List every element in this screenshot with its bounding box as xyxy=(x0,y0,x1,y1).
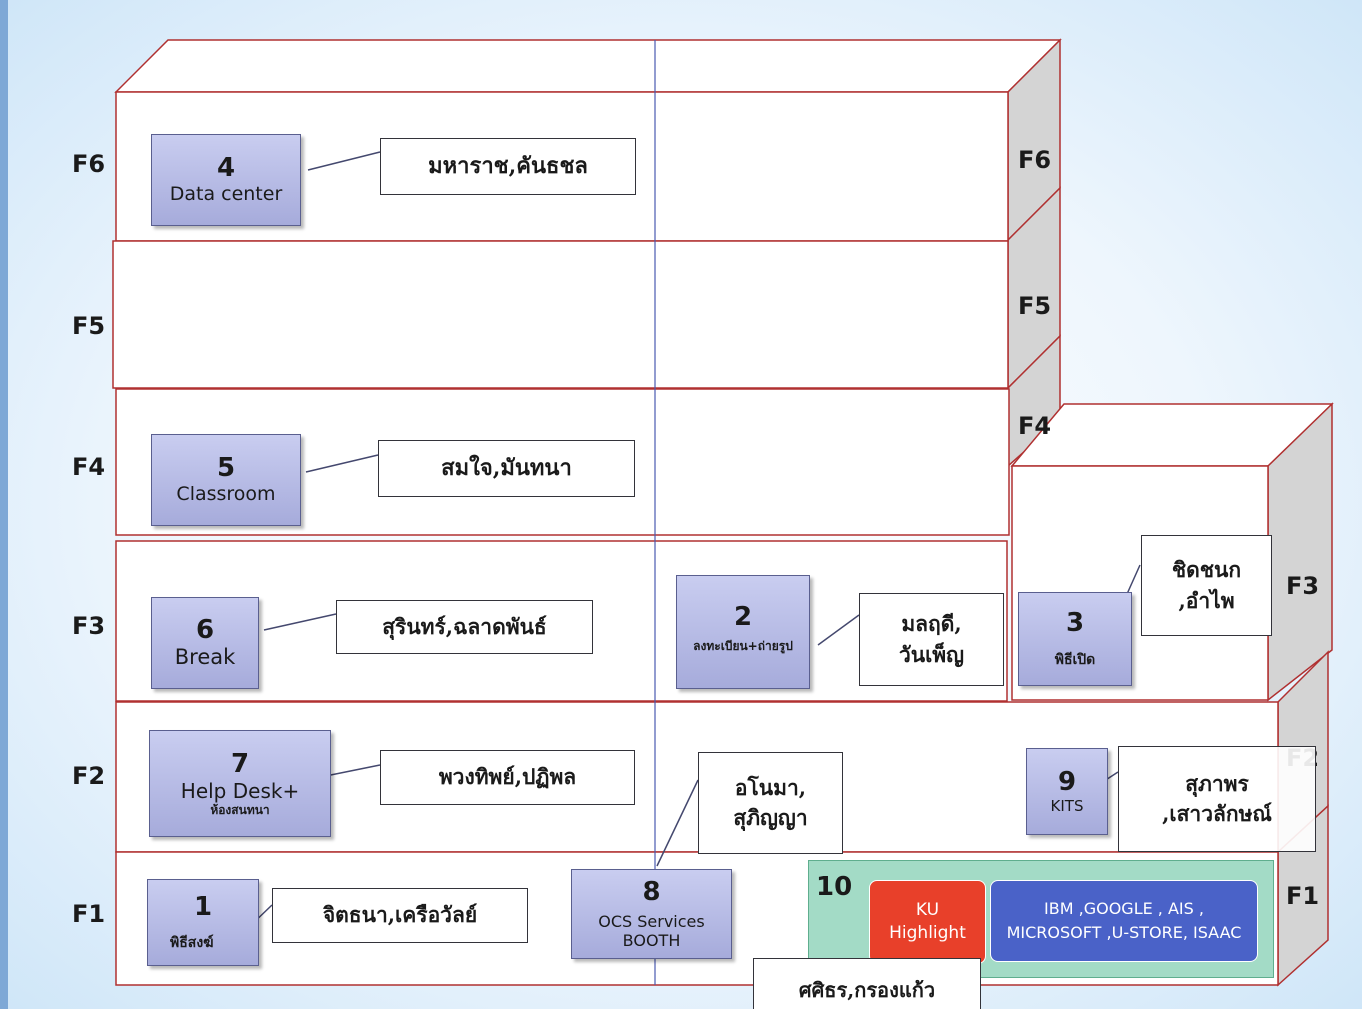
ku-highlight-badge: KU Highlight xyxy=(869,880,986,964)
staff-box-1: จิตธนา,เครือวัลย์ xyxy=(272,888,528,943)
room-number: 3 xyxy=(1065,608,1085,639)
room-name: OCS Services xyxy=(598,912,705,932)
room-name: Classroom xyxy=(176,482,276,505)
room-name: Data center xyxy=(169,182,283,205)
tower-top-face xyxy=(114,39,1062,93)
staff-names: พวงทิพย์,ปฏิพล xyxy=(438,764,577,790)
room-3-opening-ceremony: 3 พิธีเปิด xyxy=(1018,592,1132,686)
room-name: Break xyxy=(174,644,236,669)
staff-names-line1: สุภาพร xyxy=(1185,770,1249,796)
room-number: 1 xyxy=(193,891,213,922)
staff-names: มหาราช,คันธชล xyxy=(428,152,588,179)
floor-label-f1-right: F1 xyxy=(1286,882,1320,910)
room-name: KITS xyxy=(1050,796,1084,815)
room-number: 4 xyxy=(216,153,236,184)
floor-label-f5-left: F5 xyxy=(72,312,106,340)
floor-label-f4-right: F4 xyxy=(1018,412,1052,440)
staff-box-2: มลฤดี, วันเพ็ญ xyxy=(859,593,1004,686)
room-2-registration: 2 ลงทะเบียน+ถ่ายรูป xyxy=(676,575,810,689)
staff-box-7: พวงทิพย์,ปฏิพล xyxy=(380,750,635,805)
floor-f5 xyxy=(112,240,1009,389)
staff-names: สุรินทร์,ฉลาดพันธ์ xyxy=(382,613,547,639)
room-6-break: 6 Break xyxy=(151,597,259,689)
staff-box-8: อโนมา, สุภิญญา xyxy=(698,752,843,854)
staff-names-line1: อโนมา, xyxy=(734,774,807,800)
room-number: 5 xyxy=(216,453,236,484)
staff-names-line1: ชิดชนก xyxy=(1171,557,1242,583)
connector-6 xyxy=(263,613,337,631)
ku-highlight-label: KU Highlight xyxy=(889,900,966,943)
staff-box-3: ชิดชนก ,อำไพ xyxy=(1141,535,1272,636)
room-1-monk-ceremony: 1 พิธีสงฆ์ xyxy=(147,879,259,966)
floor-label-f3-left: F3 xyxy=(72,612,106,640)
room-number: 8 xyxy=(642,876,661,907)
floor-label-f4-left: F4 xyxy=(72,453,106,481)
sponsors-label: IBM ,GOOGLE , AIS , MICROSOFT ,U-STORE, … xyxy=(1006,899,1242,942)
room-number: 2 xyxy=(733,602,753,633)
room-number: 7 xyxy=(230,749,250,779)
room-subname: BOOTH xyxy=(622,931,681,951)
staff-names-line2: ,อำไพ xyxy=(1178,587,1235,613)
connector-4 xyxy=(307,151,381,171)
room-4-data-center: 4 Data center xyxy=(151,134,301,226)
room-7-help-desk: 7 Help Desk+ ห้องสนทนา xyxy=(149,730,331,837)
connector-2 xyxy=(817,614,860,646)
room-name: พิธีเปิด xyxy=(1054,651,1096,668)
room-number: 6 xyxy=(195,615,215,646)
staff-names-line1: มลฤดี, xyxy=(901,611,962,637)
staff-box-9: สุภาพร ,เสาวลักษณ์ xyxy=(1118,746,1316,852)
room-number: 9 xyxy=(1057,767,1077,798)
room-name: พิธีสงฆ์ xyxy=(170,935,214,952)
room-5-classroom: 5 Classroom xyxy=(151,434,301,526)
connector-5 xyxy=(305,454,379,473)
sponsors-badge: IBM ,GOOGLE , AIS , MICROSOFT ,U-STORE, … xyxy=(990,880,1258,962)
floor-label-f3-right: F3 xyxy=(1286,572,1320,600)
staff-names-line2: ,เสาวลักษณ์ xyxy=(1162,801,1272,826)
staff-names-line2: วันเพ็ญ xyxy=(898,641,965,667)
staff-box-10: ศศิธร,กรองแก้ว xyxy=(753,958,981,1009)
staff-names: จิตธนา,เครือวัลย์ xyxy=(322,902,478,928)
room-name: ลงทะเบียน+ถ่ายรูป xyxy=(693,638,793,653)
staff-box-4: มหาราช,คันธชล xyxy=(380,138,636,195)
room-name: Help Desk+ xyxy=(180,778,300,803)
staff-names: ศศิธร,กรองแก้ว xyxy=(798,978,936,1002)
staff-box-5: สมใจ,มันทนา xyxy=(378,440,635,497)
floor-label-f1-left: F1 xyxy=(72,900,106,928)
staff-names: สมใจ,มันทนา xyxy=(441,454,572,481)
staff-names-line2: สุภิญญา xyxy=(733,805,808,830)
floor-label-f2-left: F2 xyxy=(72,762,106,790)
connector-8 xyxy=(656,779,699,867)
floor-label-f6-right: F6 xyxy=(1018,146,1052,174)
room-9-kits: 9 KITS xyxy=(1026,748,1108,835)
slide-edge-bar xyxy=(0,0,8,1009)
staff-box-6: สุรินทร์,ฉลาดพันธ์ xyxy=(336,600,593,654)
room-8-ocs-booth: 8 OCS Services BOOTH xyxy=(571,869,732,959)
floor-label-f6-left: F6 xyxy=(72,150,106,178)
room-subname: ห้องสนทนา xyxy=(210,802,270,817)
zone-10-number: 10 xyxy=(816,872,853,902)
floor-label-f5-right: F5 xyxy=(1018,292,1052,320)
